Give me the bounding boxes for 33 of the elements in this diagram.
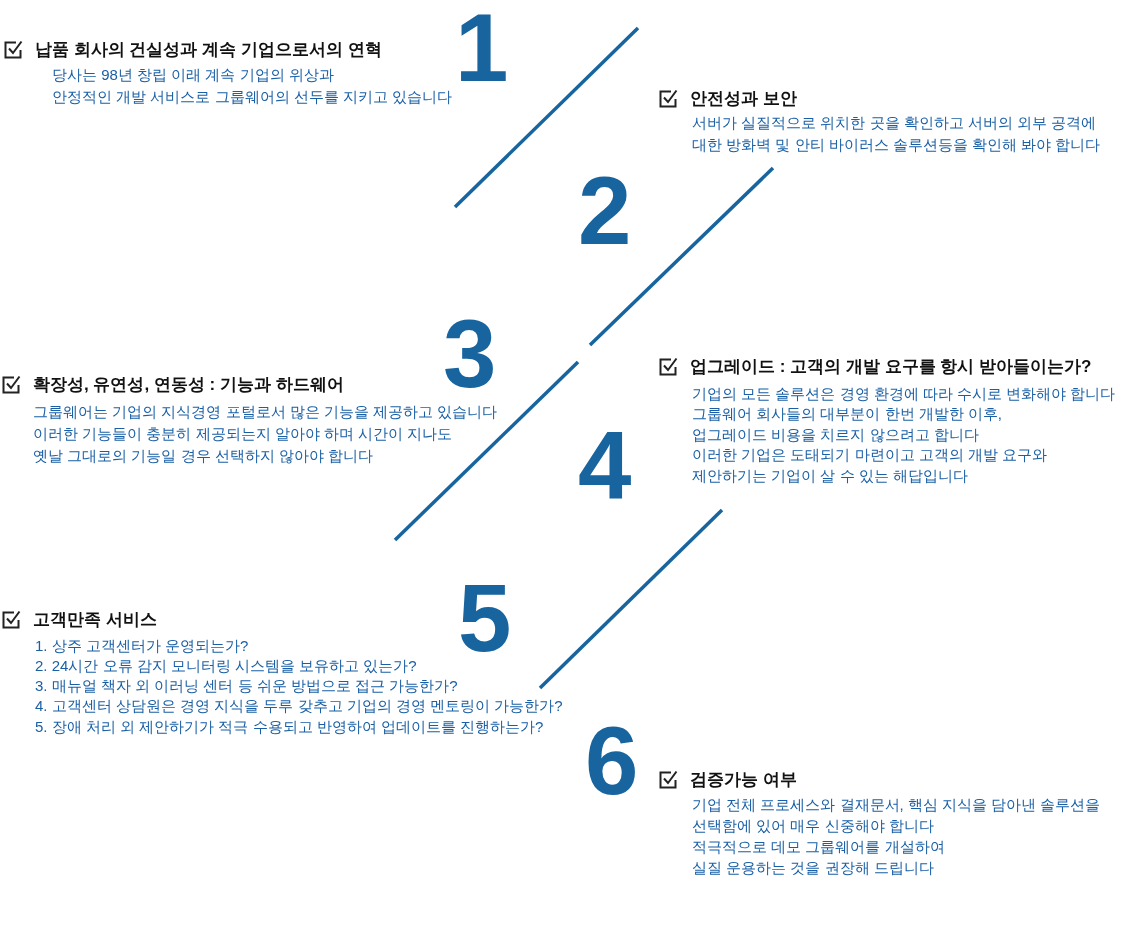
item-heading: 확장성, 유연성, 연동성 : 기능과 하드웨어 — [33, 374, 344, 396]
item-text: 제안하기는 기업이 살 수 있는 해답입니다 — [692, 466, 968, 486]
item-text: 실질 운용하는 것을 권장해 드립니다 — [692, 858, 934, 878]
item-heading: 검증가능 여부 — [690, 769, 797, 791]
step-number: 1 — [455, 0, 509, 96]
step-number: 4 — [578, 418, 632, 514]
step-number: 3 — [443, 306, 497, 402]
item-text: 당사는 98년 창립 이래 계속 기업의 위상과 — [52, 65, 334, 85]
item-text: 4. 고객센터 상담원은 경영 지식을 두루 갖추고 기업의 경영 멘토링이 가능한가? — [35, 696, 563, 716]
item-text: 5. 장애 처리 외 제안하기가 적극 수용되고 반영하여 업데이트를 진행하는가? — [35, 717, 544, 737]
item-heading: 납품 회사의 건실성과 계속 기업으로서의 연혁 — [35, 39, 382, 61]
item-text: 기업의 모든 솔루션은 경영 환경에 따라 수시로 변화해야 합니다 — [692, 384, 1116, 404]
item-text: 그룹웨어는 기업의 지식경영 포털로서 많은 기능을 제공하고 있습니다 — [33, 402, 498, 422]
step-number: 2 — [578, 163, 632, 259]
item-text: 3. 매뉴얼 책자 외 이러닝 센터 등 쉬운 방법으로 접근 가능한가? — [35, 676, 458, 696]
item-text: 업그레이드 비용을 치르지 않으려고 합니다 — [692, 425, 979, 445]
item-text: 2. 24시간 오류 감지 모니터링 시스템을 보유하고 있는가? — [35, 656, 417, 676]
item-text: 대한 방화벽 및 안티 바이러스 솔루션등을 확인해 봐야 합니다 — [692, 135, 1101, 155]
item-text: 이러한 기능들이 충분히 제공되는지 알아야 하며 시간이 지나도 — [33, 424, 453, 444]
item-heading: 고객만족 서비스 — [33, 609, 157, 631]
item-text: 옛날 그대로의 기능일 경우 선택하지 않아야 합니다 — [33, 446, 373, 466]
item-text: 기업 전체 프로세스와 결재문서, 핵심 지식을 담아낸 솔루션을 — [692, 795, 1101, 815]
item-text: 이러한 기업은 도태되기 마련이고 고객의 개발 요구와 — [692, 445, 1047, 465]
item-heading: 안전성과 보안 — [690, 88, 797, 110]
item-text: 안정적인 개발 서비스로 그룹웨어의 선두를 지키고 있습니다 — [52, 87, 452, 107]
step-number: 5 — [458, 570, 512, 666]
item-text: 적극적으로 데모 그룹웨어를 개설하여 — [692, 837, 945, 857]
item-text: 서버가 실질적으로 위치한 곳을 확인하고 서버의 외부 공격에 — [692, 113, 1097, 133]
item-text: 1. 상주 고객센터가 운영되는가? — [35, 636, 249, 656]
step-number: 6 — [585, 713, 639, 809]
item-text: 그룹웨어 회사들의 대부분이 한번 개발한 이후, — [692, 404, 1002, 424]
item-text: 선택함에 있어 매우 신중해야 합니다 — [692, 816, 934, 836]
item-heading: 업그레이드 : 고객의 개발 요구를 항시 받아들이는가? — [690, 356, 1092, 378]
